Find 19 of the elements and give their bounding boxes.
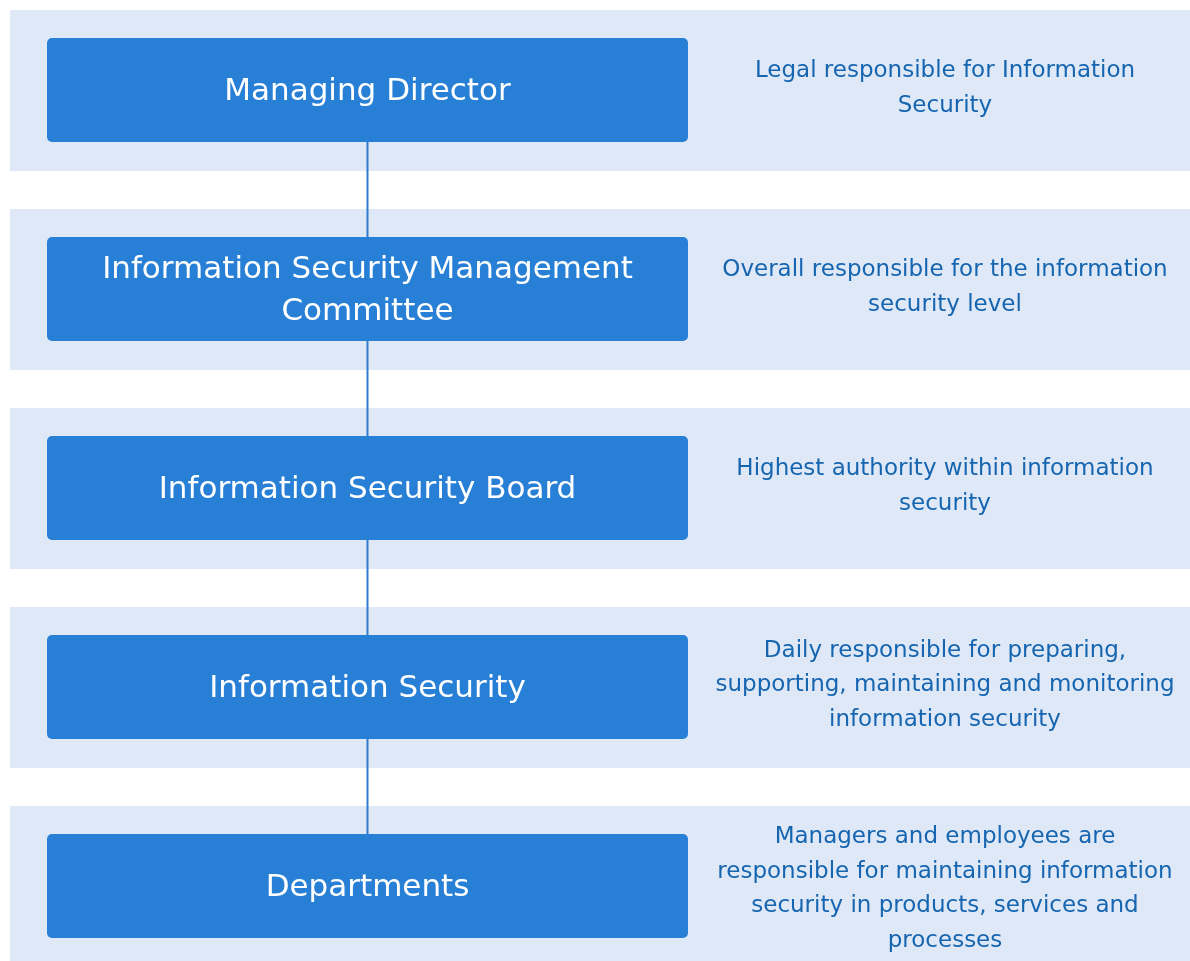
role-box: Information Security Board <box>47 436 688 540</box>
band <box>10 806 1190 961</box>
band <box>10 209 1190 370</box>
role-box: Information Security Management Committee <box>47 237 688 341</box>
connector-line <box>366 738 369 835</box>
description-text: Daily responsible for preparing, supporting, maintaining and monitoring information security <box>714 634 1176 733</box>
connector-line <box>366 340 369 437</box>
role-box: Departments <box>47 834 688 938</box>
band <box>10 607 1190 768</box>
role-box: Information Security <box>47 635 688 739</box>
role-box: Managing Director <box>47 38 688 142</box>
description-text: Managers and employees are responsible for maintaining information security in products, services and processes <box>716 821 1174 954</box>
description-text: Highest authority within information security <box>735 453 1155 517</box>
connector-line <box>366 539 369 636</box>
description-text: Legal responsible for Information Security <box>753 55 1137 119</box>
band <box>10 408 1190 569</box>
description-text: Overall responsible for the information security level <box>721 254 1169 318</box>
band <box>10 10 1190 171</box>
connector-line <box>366 141 369 238</box>
